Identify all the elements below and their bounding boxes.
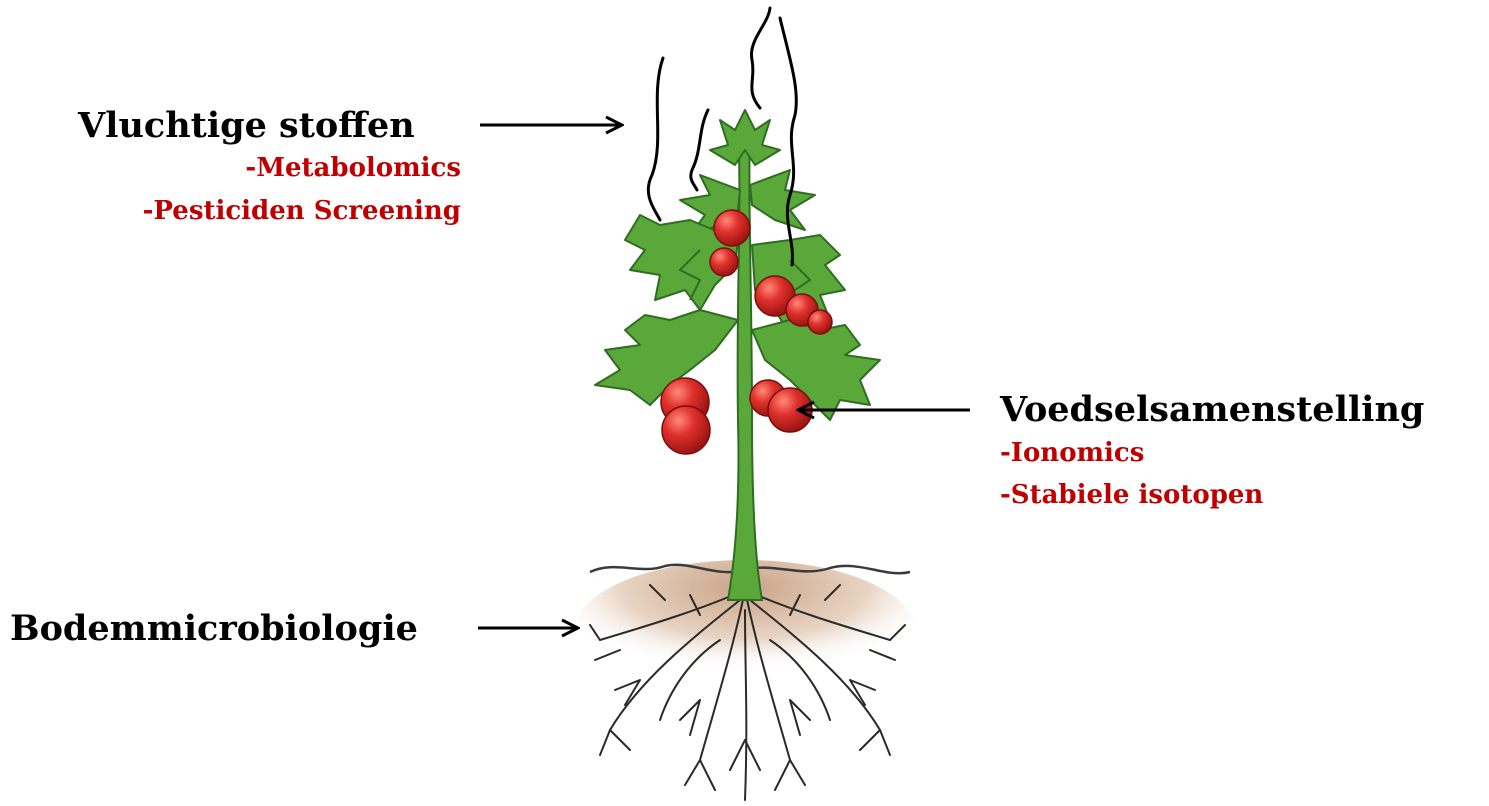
food-item-stable-isotopes: -Stabiele isotopen <box>1000 482 1263 508</box>
food-item-ionomics: -Ionomics <box>1000 440 1144 466</box>
food-title: Voedselsamenstelling <box>1000 392 1424 427</box>
soil-title: Bodemmicrobiologie <box>10 611 418 646</box>
volatile-title: Vluchtige stoffen <box>78 108 415 143</box>
volatile-item-pesticide-screening: -Pesticiden Screening <box>143 198 461 224</box>
volatile-item-metabolomics: -Metabolomics <box>245 155 461 181</box>
